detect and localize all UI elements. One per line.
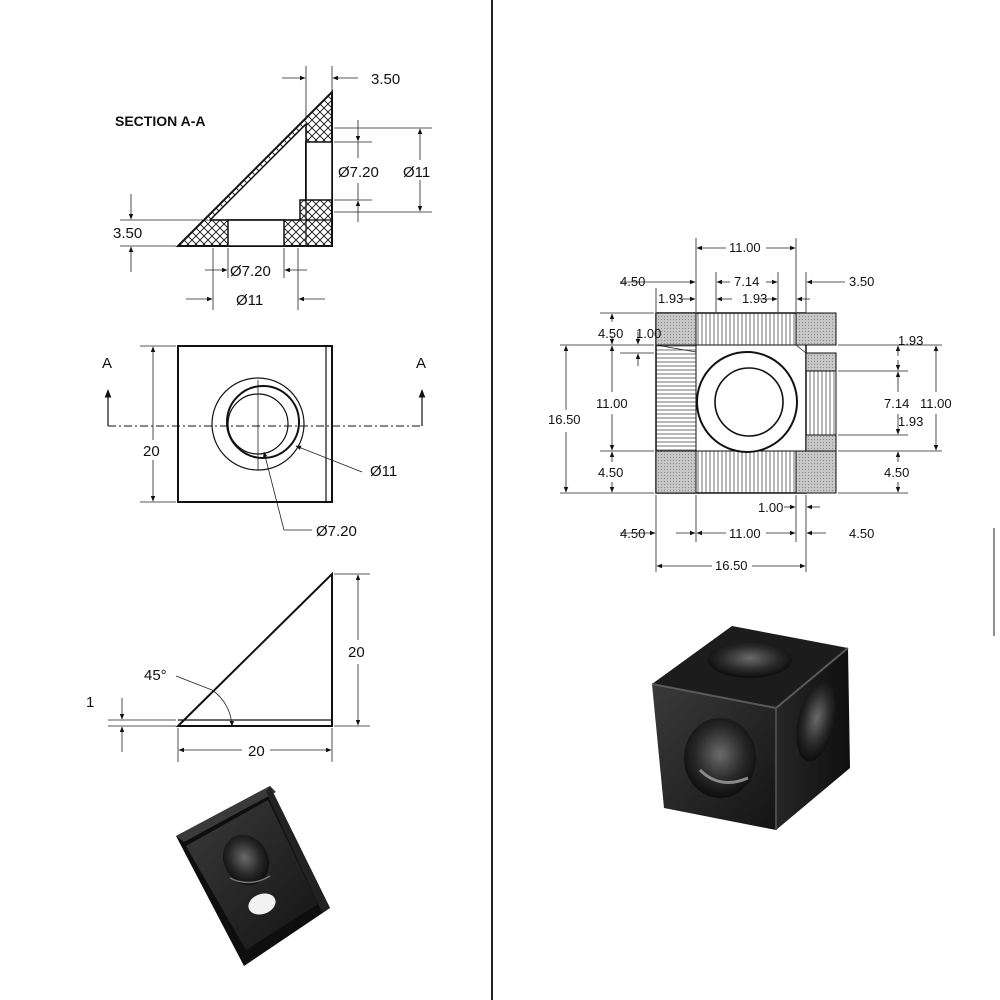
dim-left-middle: 11.00 bbox=[596, 396, 628, 411]
bracket-hole-lower bbox=[248, 893, 276, 915]
dim-bottom-total: 16.50 bbox=[715, 558, 748, 573]
cube-photo bbox=[651, 626, 850, 830]
section-title: SECTION A-A bbox=[115, 113, 205, 129]
dim-inner-diameter: Ø7.20 bbox=[316, 523, 357, 540]
dim-left-upper: 4.50 bbox=[598, 326, 623, 341]
dim-left-step: 1.00 bbox=[636, 326, 661, 341]
corner-block-br bbox=[795, 450, 837, 494]
rib-right bbox=[805, 370, 837, 436]
bore-counter-circle bbox=[226, 385, 300, 459]
section-hollow bbox=[208, 122, 307, 221]
cube-bore-inner bbox=[714, 367, 784, 437]
dim-bottom-middle: 11.00 bbox=[729, 526, 761, 541]
corner-block-tl bbox=[655, 312, 697, 346]
dim-wall-left: 3.50 bbox=[113, 225, 142, 242]
dim-right-chamfer-top: 1.93 bbox=[898, 333, 923, 348]
dim-right-lower: 4.50 bbox=[884, 465, 909, 480]
side-view: 45° 1 20 20 bbox=[86, 571, 370, 762]
dim-bore-large-vert: Ø11 bbox=[403, 164, 430, 181]
dim-left-total: 16.50 bbox=[548, 412, 581, 427]
cube-front-hole bbox=[684, 718, 756, 798]
dim-angle: 45° bbox=[144, 667, 167, 684]
dim-bore-large-horiz: Ø11 bbox=[236, 292, 263, 309]
dim-top-right-offset: 3.50 bbox=[849, 274, 874, 289]
cube-top-hole bbox=[708, 642, 792, 678]
dim-bottom-step: 1.00 bbox=[758, 500, 783, 515]
dim-side-width: 20 bbox=[248, 743, 265, 760]
dim-top-inner: 7.14 bbox=[734, 274, 759, 289]
dim-right-chamfer-bottom: 1.93 bbox=[898, 414, 923, 429]
rib-top bbox=[695, 312, 797, 346]
dim-bottom-left: 4.50 bbox=[620, 526, 645, 541]
dim-left-lower: 4.50 bbox=[598, 465, 623, 480]
corner-block-tr bbox=[795, 312, 837, 346]
cube-right-hole bbox=[796, 682, 836, 762]
side-outline bbox=[175, 571, 333, 727]
rib-bottom bbox=[695, 450, 797, 494]
corner-block-bl bbox=[655, 450, 697, 494]
cube-top-view: 11.00 4.50 7.14 3.50 1.93 1.93 4.50 1.00… bbox=[548, 238, 952, 573]
dim-side-height: 20 bbox=[348, 644, 365, 661]
bracket-hole-upper bbox=[222, 834, 270, 886]
dim-bottom-right: 4.50 bbox=[849, 526, 874, 541]
dim-top-chamfer-left: 1.93 bbox=[658, 291, 683, 306]
dim-front-height: 20 bbox=[143, 443, 160, 460]
dim-wall-top: 3.50 bbox=[371, 71, 400, 88]
dim-top-left-offset: 4.50 bbox=[620, 274, 645, 289]
section-mark-right: A bbox=[416, 355, 426, 372]
vertical-bore bbox=[305, 141, 333, 201]
dim-top-width: 11.00 bbox=[729, 240, 761, 255]
front-view: A A 20 Ø11 Ø7.20 bbox=[102, 345, 426, 540]
dim-bore-small-vert: Ø7.20 bbox=[338, 164, 379, 181]
dim-base-thickness: 1 bbox=[86, 694, 94, 711]
dim-top-chamfer-right: 1.93 bbox=[742, 291, 767, 306]
bracket-photo bbox=[176, 786, 330, 966]
rib-left bbox=[655, 344, 697, 452]
dim-outer-diameter: Ø11 bbox=[370, 463, 397, 480]
section-a-a-view: SECTION A-A 3.50 Ø7.20 Ø11 bbox=[113, 66, 432, 310]
section-mark-left: A bbox=[102, 355, 112, 372]
horizontal-bore bbox=[227, 219, 285, 247]
dim-right-inner: 7.14 bbox=[884, 396, 909, 411]
front-outline bbox=[177, 345, 333, 503]
dim-right-middle: 11.00 bbox=[920, 396, 952, 411]
dim-bore-small-horiz: Ø7.20 bbox=[230, 263, 271, 280]
